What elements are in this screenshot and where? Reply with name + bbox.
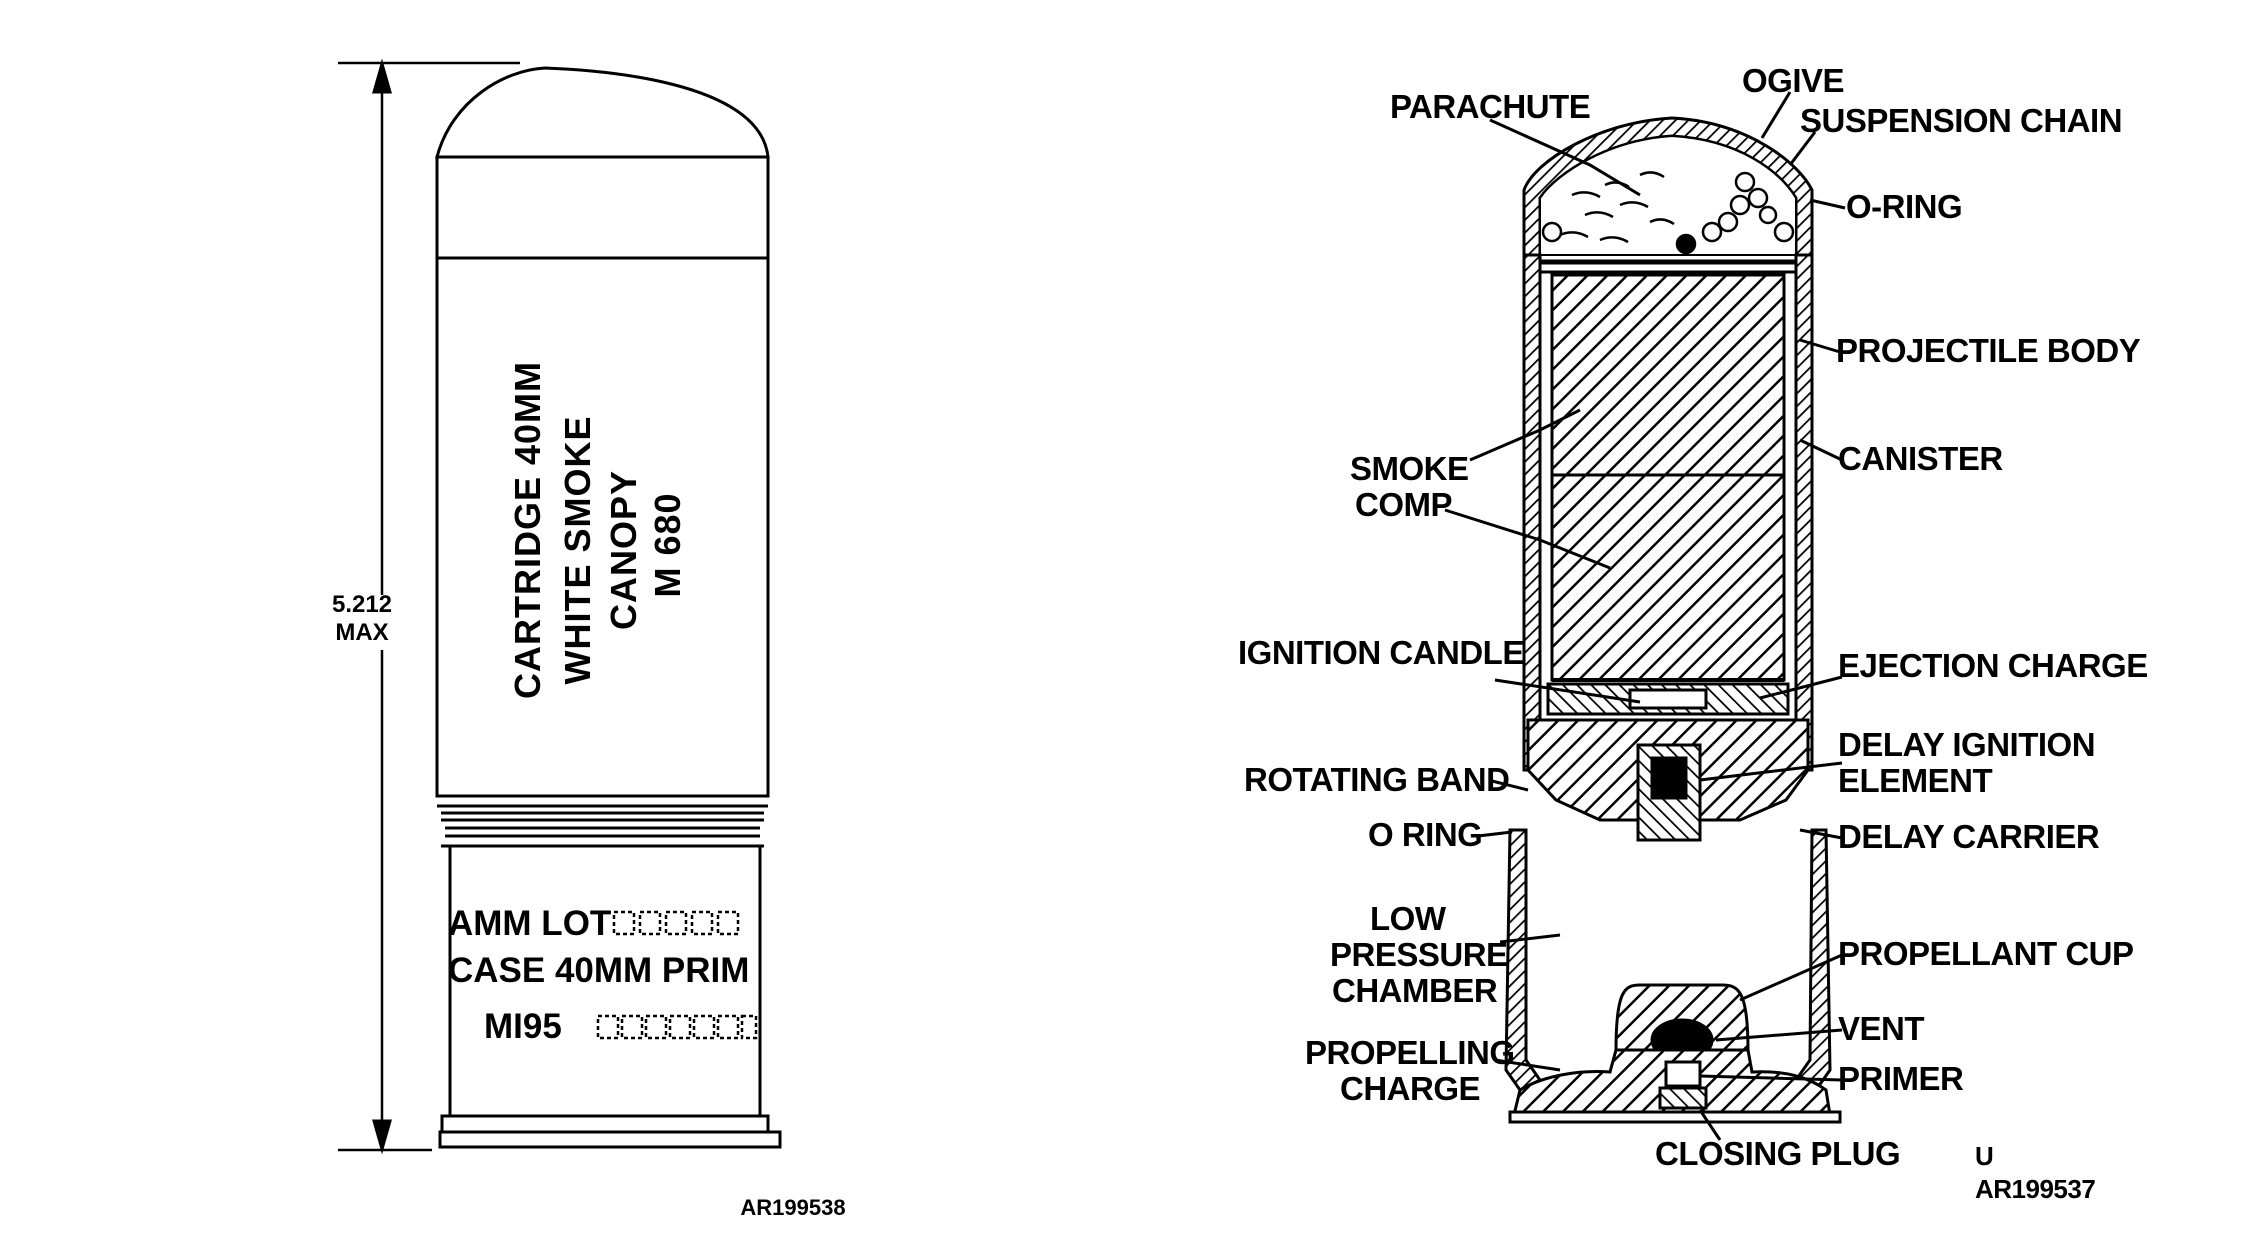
label-projectile-body: PROJECTILE BODY: [1836, 332, 2141, 369]
body-stencil: CARTRIDGE 40MM WHITE SMOKE CANOPY M 680: [507, 361, 688, 699]
label-ignition-candle: IGNITION CANDLE: [1238, 634, 1524, 671]
canister-body: [435, 256, 770, 798]
label-rotating-band: ROTATING BAND: [1244, 761, 1509, 798]
body-text-line-3: CANOPY: [603, 470, 644, 630]
smoke-composition-lower: [1550, 473, 1786, 682]
case-stencil: AMM LOT CASE 40MM PRIM MI95: [448, 904, 758, 1046]
delay-ignition-element: [1650, 756, 1688, 800]
label-delay-ignition-1: DELAY IGNITION: [1838, 726, 2095, 763]
propellant-cup: [1614, 983, 1750, 1052]
label-smoke-comp-2: COMP: [1355, 486, 1452, 523]
label-primer: PRIMER: [1838, 1060, 1964, 1097]
case-wall-right: [1793, 828, 1832, 1092]
primer: [1664, 1060, 1702, 1088]
label-closing-plug: CLOSING PLUG: [1655, 1135, 1900, 1172]
label-o-ring-lower: O RING: [1368, 816, 1482, 853]
body-text-line-2: WHITE SMOKE: [557, 416, 598, 685]
leader-lines: [1444, 91, 1846, 1141]
suspension-chain-links: [1541, 171, 1795, 255]
right-figure-id-1: U: [1975, 1141, 1993, 1171]
label-propelling-charge-2: CHARGE: [1340, 1070, 1480, 1107]
length-dimension: [338, 58, 520, 1155]
case-text-line-1: AMM LOT: [448, 904, 611, 943]
lot-number-boxes: [612, 910, 740, 936]
serial-number-boxes: [596, 1014, 758, 1040]
case-rim: [440, 1114, 770, 1134]
left-figure-id: AR199538: [740, 1195, 845, 1220]
parachute-folds: [1559, 171, 1675, 244]
label-propellant-cup: PROPELLANT CUP: [1838, 935, 2134, 972]
ignition-candle: [1628, 688, 1708, 710]
label-ejection-charge: EJECTION CHARGE: [1838, 647, 2148, 684]
label-suspension-chain: SUSPENSION CHAIN: [1800, 102, 2122, 139]
label-vent: VENT: [1838, 1010, 1924, 1047]
label-propelling-charge-1: PROPELLING: [1305, 1034, 1515, 1071]
label-o-ring-top: O-RING: [1846, 188, 1962, 225]
case-text-line-3: MI95: [484, 1007, 562, 1046]
projectile-wall-left: [1522, 253, 1542, 772]
label-smoke-comp-1: SMOKE: [1350, 450, 1469, 487]
label-delay-ignition-2: ELEMENT: [1838, 762, 1993, 799]
cutaway-labels: OGIVE PARACHUTE SUSPENSION CHAIN O-RING …: [1238, 62, 2148, 1172]
projectile-wall-right: [1794, 253, 1814, 772]
dimension-value: 5.212: [332, 591, 392, 618]
label-low-pressure-1: LOW: [1370, 900, 1447, 937]
smoke-composition-upper: [1550, 273, 1786, 477]
right-figure-id-2: AR199537: [1975, 1174, 2095, 1204]
label-low-pressure-3: CHAMBER: [1332, 972, 1498, 1009]
dimension-suffix: MAX: [335, 619, 388, 646]
ogive-dome: [435, 66, 770, 159]
body-text-line-1: CARTRIDGE 40MM: [507, 361, 548, 699]
case-rim-cutaway: [1508, 1110, 1842, 1124]
case-text-line-2: CASE 40MM PRIM: [448, 951, 749, 990]
projectile-body: [435, 155, 770, 260]
cartridge-cutaway-view: [1504, 116, 1842, 1124]
label-canister: CANISTER: [1838, 440, 2003, 477]
rotating-band: [437, 794, 768, 848]
label-ogive: OGIVE: [1742, 62, 1844, 99]
closing-plug: [1658, 1086, 1708, 1110]
body-text-line-4: M 680: [647, 492, 688, 597]
cartridge-external-view: [338, 58, 782, 1155]
label-delay-carrier: DELAY CARRIER: [1838, 818, 2100, 855]
label-parachute: PARACHUTE: [1390, 88, 1590, 125]
label-low-pressure-2: PRESSURE: [1330, 936, 1508, 973]
cartridge-case: [448, 844, 762, 1118]
